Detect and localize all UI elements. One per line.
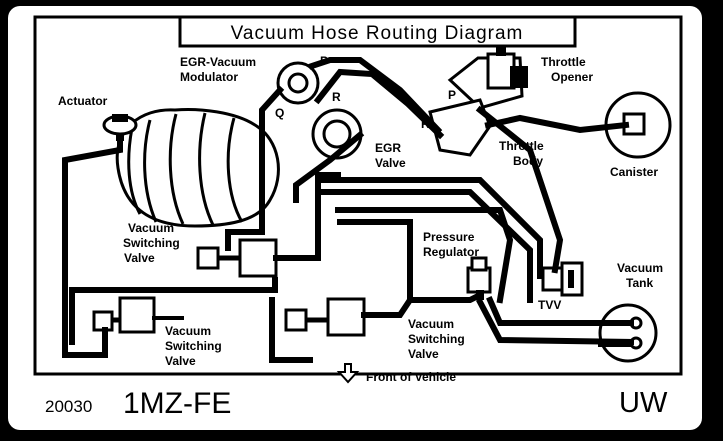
vsv-upper-label-1: Vacuum [128, 221, 174, 235]
throttle-opener-label-2: Opener [551, 70, 593, 84]
throttle-opener-component [447, 46, 528, 110]
opener-port-p: P [448, 88, 456, 102]
pressure-regulator-label-2: Regulator [423, 245, 479, 259]
egr-valve-label-1: EGR [375, 141, 401, 155]
egr-modulator-label-1: EGR-Vacuum [180, 55, 256, 69]
footer-engine: 1MZ-FE [123, 387, 231, 420]
vacuum-tank-component [598, 303, 658, 363]
vsv-lower-left-label-3: Valve [165, 354, 196, 368]
canister-label: Canister [610, 165, 658, 179]
modulator-port-q: Q [275, 106, 284, 120]
vsv-lower-left-label-1: Vacuum [165, 324, 211, 338]
vsv-lower-left-label-2: Switching [165, 339, 222, 353]
vacuum-tank-label-1: Vacuum [617, 261, 663, 275]
actuator-label: Actuator [58, 94, 108, 108]
vsv-upper-label-3: Valve [124, 251, 155, 265]
throttle-body-component [428, 98, 492, 157]
vsv-lower-right-label-2: Switching [408, 332, 465, 346]
vacuum-hoses [62, 57, 635, 363]
vsv-lower-right-label-3: Valve [408, 347, 439, 361]
intake-manifold [115, 108, 280, 228]
footer-suffix: UW [619, 387, 668, 419]
modulator-port-r: R [332, 90, 341, 104]
vsv-lower-right-label-1: Vacuum [408, 317, 454, 331]
egr-valve-label-2: Valve [375, 156, 406, 170]
footer-code: 20030 [45, 397, 92, 416]
vsv-upper-label-2: Switching [123, 236, 180, 250]
egr-vacuum-modulator [276, 61, 320, 105]
vacuum-tank-label-2: Tank [626, 276, 653, 290]
vsv-lower-right-component [284, 297, 366, 337]
egr-modulator-label-2: Modulator [180, 70, 238, 84]
tvv-label: TVV [538, 298, 561, 312]
title-box [178, 15, 577, 48]
pressure-regulator-label-1: Pressure [423, 230, 475, 244]
vsv-lower-left-component [92, 296, 156, 334]
throttle-body-label-2: Body [513, 154, 543, 168]
canister-component [604, 91, 672, 159]
tvv-component [541, 261, 584, 297]
label-card [8, 6, 702, 430]
front-of-vehicle-arrow-icon [336, 363, 360, 384]
throttle-opener-label-1: Throttle [541, 55, 586, 69]
vsv-upper-component [196, 238, 278, 278]
egr-valve-component [311, 108, 363, 160]
diagram-title: Vacuum Hose Routing Diagram [231, 23, 524, 44]
front-of-vehicle-label: Front of Vehicle [366, 370, 456, 384]
